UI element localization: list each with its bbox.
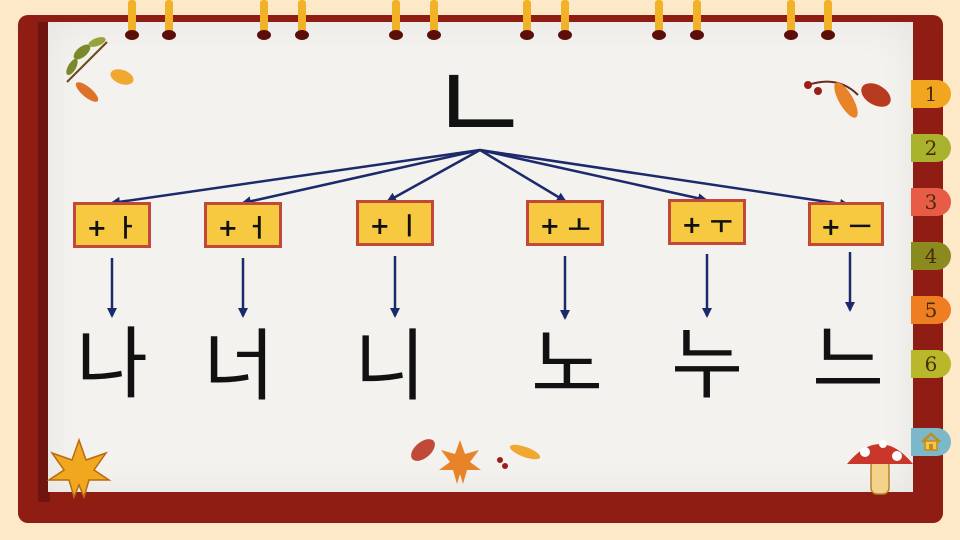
binder-ring bbox=[162, 0, 176, 40]
paper-shadow bbox=[38, 22, 50, 502]
autumn-leaves-icon bbox=[411, 439, 541, 484]
syllable: 누 bbox=[671, 320, 743, 410]
tab-3[interactable]: 3 bbox=[911, 188, 951, 216]
mushroom-icon bbox=[847, 440, 913, 495]
syllable: 노 bbox=[531, 320, 603, 410]
binder-ring bbox=[125, 0, 139, 40]
home-button[interactable] bbox=[911, 428, 951, 456]
tab-1[interactable]: 1 bbox=[911, 80, 951, 108]
maple-leaf-icon bbox=[46, 437, 112, 500]
tab-5[interactable]: 5 bbox=[911, 296, 951, 324]
paper bbox=[48, 22, 913, 492]
binder-ring bbox=[652, 0, 666, 40]
syllable: 느 bbox=[812, 316, 884, 406]
binder-ring bbox=[520, 0, 534, 40]
binder-ring bbox=[389, 0, 403, 40]
binder-ring bbox=[295, 0, 309, 40]
vowel-box: + ㅓ bbox=[204, 202, 282, 248]
home-icon bbox=[921, 432, 941, 451]
tab-6[interactable]: 6 bbox=[911, 350, 951, 378]
branch-arrow bbox=[386, 148, 481, 203]
vowel-box: + ㅜ bbox=[668, 199, 746, 245]
binder-ring bbox=[558, 0, 572, 40]
syllable: 너 bbox=[203, 322, 275, 412]
vowel-box: + ㅏ bbox=[73, 202, 151, 248]
vowel-box: + ㅗ bbox=[526, 200, 604, 246]
binder-ring bbox=[784, 0, 798, 40]
binder-ring bbox=[821, 0, 835, 40]
vowel-box: + ㅡ bbox=[808, 202, 884, 246]
binder-ring bbox=[690, 0, 704, 40]
tab-4[interactable]: 4 bbox=[911, 242, 951, 270]
syllable: 나 bbox=[76, 320, 148, 410]
branch-arrow bbox=[479, 148, 708, 204]
branch-arrow bbox=[479, 148, 850, 209]
root-consonant: ㄴ bbox=[428, 40, 532, 170]
binder-ring bbox=[427, 0, 441, 40]
vowel-box: + ㅣ bbox=[356, 200, 434, 246]
binder-ring bbox=[257, 0, 271, 40]
branch-arrow bbox=[110, 148, 481, 207]
branch-arrow bbox=[479, 148, 567, 203]
autumn-leaves-icon bbox=[804, 80, 891, 118]
tab-2[interactable]: 2 bbox=[911, 134, 951, 162]
syllable: 니 bbox=[354, 322, 426, 412]
autumn-leaves-icon bbox=[66, 37, 134, 102]
branch-arrow bbox=[241, 148, 481, 207]
